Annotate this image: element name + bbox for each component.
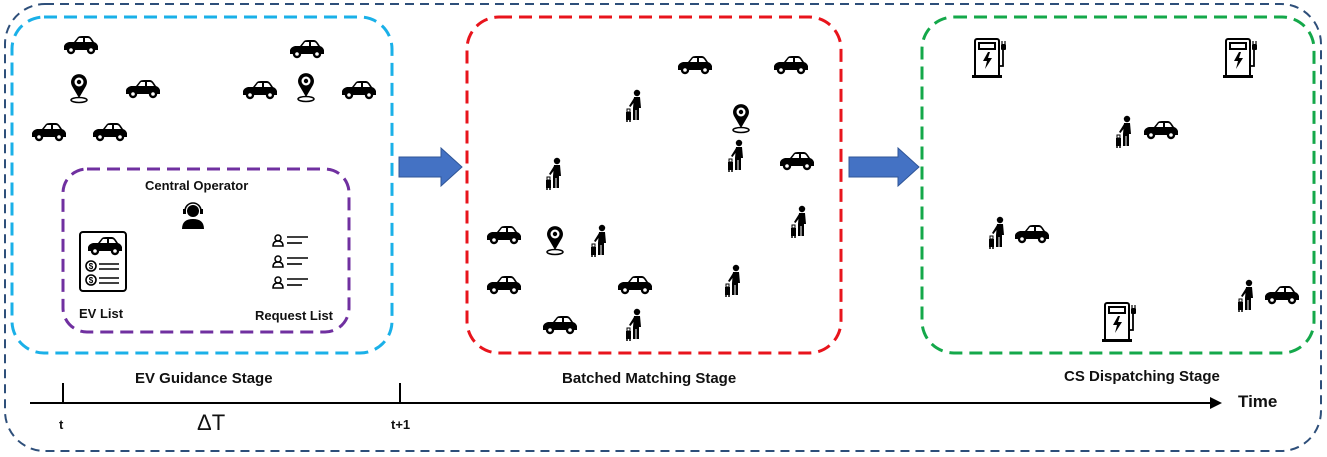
outer-frame	[4, 3, 1322, 452]
svg-text:$: $	[89, 262, 94, 271]
ev-list-document-icon: $ $	[79, 231, 127, 292]
car-icon	[543, 316, 577, 335]
car-icon	[774, 56, 808, 75]
interval-delta-label: ΔT	[197, 410, 226, 435]
car-icon	[93, 123, 127, 142]
passenger-with-luggage-icon	[1237, 279, 1254, 313]
passenger-with-luggage-icon	[1115, 115, 1132, 149]
car-icon	[1265, 286, 1299, 305]
request-list-label: Request List	[255, 308, 334, 323]
car-icon	[290, 40, 324, 59]
car-icon	[1144, 121, 1178, 140]
passenger-with-luggage-icon	[790, 205, 807, 239]
tick-start-label: t	[59, 417, 64, 432]
car-icon	[487, 276, 521, 295]
location-pin-icon	[297, 72, 315, 103]
tick-end-label: t+1	[391, 417, 411, 432]
central-operator-title: Central Operator	[145, 178, 249, 193]
charging-station-icon	[971, 38, 1007, 79]
batched-matching-stage-label: Batched Matching Stage	[562, 370, 737, 387]
car-icon	[678, 56, 712, 75]
passenger-with-luggage-icon	[545, 157, 562, 191]
time-axis-label: Time	[1238, 392, 1278, 411]
request-list-icon	[272, 234, 308, 289]
central-operator-box	[61, 167, 351, 334]
location-pin-icon	[732, 103, 750, 134]
operator-headset-icon	[182, 202, 204, 229]
car-icon	[243, 81, 277, 100]
cs-dispatching-stage-label: CS Dispatching Stage	[1064, 368, 1220, 385]
car-icon	[618, 276, 652, 295]
passenger-with-luggage-icon	[727, 139, 744, 173]
ev-list-label: EV List	[79, 306, 124, 321]
car-icon	[342, 81, 376, 100]
charging-station-icon	[1101, 302, 1137, 343]
time-axis-arrowhead	[1210, 397, 1222, 409]
car-icon	[780, 152, 814, 171]
car-icon	[1015, 225, 1049, 244]
car-icon	[32, 123, 66, 142]
ev-guidance-stage-label: EV Guidance Stage	[135, 370, 273, 387]
passenger-with-luggage-icon	[988, 216, 1005, 250]
car-icon	[487, 226, 521, 245]
ev-guidance-stage-box	[10, 15, 394, 355]
flow-arrow-matching-to-dispatching	[848, 146, 920, 188]
passenger-with-luggage-icon	[590, 224, 607, 258]
location-pin-icon	[70, 73, 88, 104]
cs-dispatching-stage-box	[920, 15, 1316, 355]
passenger-with-luggage-icon	[724, 264, 741, 298]
passenger-with-luggage-icon	[625, 308, 642, 342]
car-icon	[64, 36, 98, 55]
svg-text:$: $	[89, 276, 94, 285]
car-icon	[126, 80, 160, 99]
passenger-with-luggage-icon	[625, 89, 642, 123]
location-pin-icon	[546, 225, 564, 256]
flow-arrow-guidance-to-matching	[398, 146, 463, 188]
charging-station-icon	[1222, 38, 1258, 79]
